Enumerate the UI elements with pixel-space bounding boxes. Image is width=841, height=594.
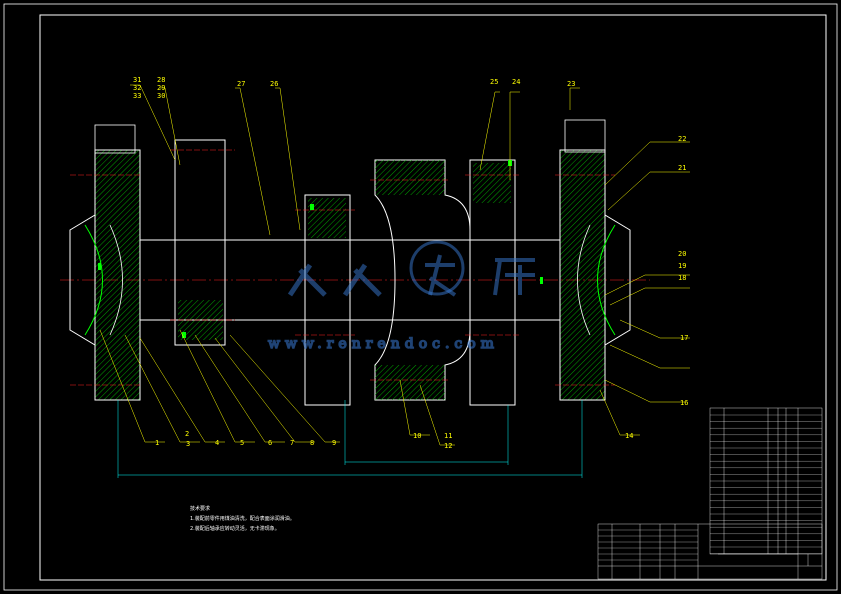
label-18: 18 <box>678 274 686 282</box>
left-end-cap <box>69 214 96 346</box>
label-28: 28 <box>157 76 165 84</box>
label-19: 19 <box>678 262 686 270</box>
part-labels: 1 2 3 4 5 6 7 8 9 10 11 12 14 16 17 18 1… <box>133 76 688 450</box>
watermark-url: www.renrendoc.com <box>268 336 499 352</box>
right-bearing-inner <box>577 224 591 336</box>
parts-list-rows <box>710 414 822 554</box>
label-6: 6 <box>268 439 272 447</box>
right-hub <box>469 159 516 406</box>
label-30: 30 <box>157 92 165 100</box>
center-wheel-hatch <box>375 160 445 195</box>
label-16: 16 <box>680 399 688 407</box>
label-26: 26 <box>270 80 278 88</box>
left-hub-hatch <box>308 198 346 238</box>
note-2: 2.装配后轴承应转动灵活，无卡滞现象。 <box>190 525 280 532</box>
label-20: 20 <box>678 250 686 258</box>
label-24: 24 <box>512 78 520 86</box>
left-flange <box>174 139 226 346</box>
bolt-lines <box>70 149 615 386</box>
dimension-lines <box>117 400 583 478</box>
label-33: 33 <box>133 92 141 100</box>
left-housing <box>94 149 141 401</box>
label-31: 31 <box>133 76 141 84</box>
right-housing <box>559 149 606 401</box>
label-25: 25 <box>490 78 498 86</box>
sheet-border-inner <box>39 14 827 581</box>
label-9: 9 <box>332 439 336 447</box>
right-end-cap <box>604 214 631 346</box>
leader-lines <box>99 84 690 446</box>
label-21: 21 <box>678 164 686 172</box>
right-bearing <box>597 224 616 336</box>
right-housing-top <box>564 119 606 153</box>
right-hub-hatch <box>473 163 511 203</box>
label-2: 2 <box>185 430 189 438</box>
assembly-drawing <box>69 119 631 478</box>
label-1: 1 <box>155 439 159 447</box>
label-11: 11 <box>444 432 452 440</box>
label-12: 12 <box>444 442 452 450</box>
technical-notes: 技术要求 1.装配前零件用煤油清洗，配合表面涂润滑油。 2.装配后轴承应转动灵活… <box>190 505 295 532</box>
label-14: 14 <box>625 432 633 440</box>
sheet-border-outer <box>3 3 838 591</box>
label-23: 23 <box>567 80 575 88</box>
title-block-rows <box>598 529 698 561</box>
note-1: 1.装配前零件用煤油清洗，配合表面涂润滑油。 <box>190 515 295 522</box>
label-5: 5 <box>240 439 244 447</box>
left-bearing <box>84 224 103 336</box>
left-bearing-inner <box>109 224 123 336</box>
left-housing-top <box>94 124 136 154</box>
label-8: 8 <box>310 439 314 447</box>
label-17: 17 <box>680 334 688 342</box>
notes-title: 技术要求 <box>190 505 210 512</box>
label-29: 29 <box>157 84 165 92</box>
left-hub <box>304 194 351 406</box>
label-4: 4 <box>215 439 219 447</box>
title-block <box>597 523 823 580</box>
label-3: 3 <box>186 440 190 448</box>
center-wheel-hatch-bottom <box>375 365 445 400</box>
label-27: 27 <box>237 80 245 88</box>
label-7: 7 <box>290 439 294 447</box>
label-22: 22 <box>678 135 686 143</box>
label-32: 32 <box>133 84 141 92</box>
watermark-logo: www.renrendoc.com <box>267 240 535 353</box>
label-10: 10 <box>413 432 421 440</box>
